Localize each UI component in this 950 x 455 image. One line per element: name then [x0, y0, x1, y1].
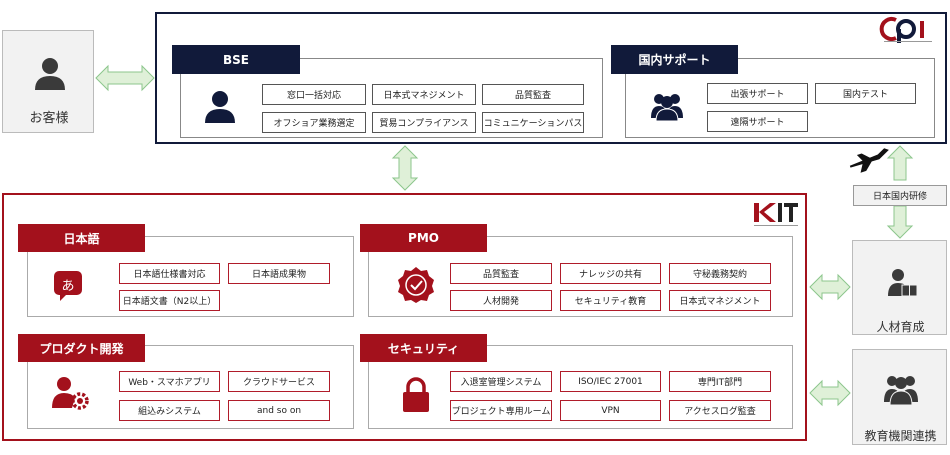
arrow-kit-hr	[809, 273, 851, 301]
arrow-customer-cpi	[95, 64, 155, 92]
product-service: クラウドサービス	[228, 371, 330, 392]
kit-container	[2, 193, 807, 441]
airplane-icon	[849, 148, 889, 173]
bse-service: コミュニケーションパス	[482, 112, 584, 133]
security-service: ISO/IEC 27001	[560, 371, 661, 392]
product-service: Web・スマホアプリ	[119, 371, 220, 392]
security-panel	[368, 345, 793, 429]
person-gear-icon	[52, 377, 89, 410]
domestic-panel	[625, 58, 935, 138]
security-service: アクセスログ監査	[669, 400, 771, 421]
speech-bubble-char: あ	[61, 279, 75, 294]
cpi-container	[155, 12, 947, 144]
product-service: and so on	[228, 400, 330, 421]
bse-panel	[180, 58, 603, 138]
kit-logo	[752, 199, 800, 229]
pmo-title: PMO	[360, 224, 487, 252]
security-service: プロジェクト専用ルーム	[450, 400, 552, 421]
customer-box: お客様	[2, 30, 94, 133]
japanese-service: 日本語成果物	[228, 263, 330, 284]
edu-label: 教育機関連携	[864, 429, 937, 443]
bse-service: 貿易コンプライアンス	[372, 112, 476, 133]
person-icon	[205, 91, 235, 123]
bse-service: 窓口一括対応	[262, 84, 366, 105]
arrow-training-hr	[886, 205, 914, 239]
domestic-service: 遠隔サポート	[707, 111, 808, 132]
group-icon	[884, 376, 918, 406]
hr-box: 人材育成	[852, 240, 947, 335]
hr-label: 人材育成	[876, 320, 925, 334]
customer-label: お客様	[29, 111, 69, 126]
domestic-service: 国内テスト	[815, 83, 916, 104]
cpi-logo	[878, 14, 938, 46]
japanese-service: 日本語仕様書対応	[119, 263, 220, 284]
badge-check-icon	[398, 267, 434, 303]
bse-service: オフショア業務選定	[262, 112, 366, 133]
bse-title: BSE	[172, 45, 300, 74]
edu-box: 教育機関連携	[852, 349, 947, 445]
product-service: 組込みシステム	[119, 400, 220, 421]
arrow-domestic-training	[886, 145, 914, 181]
training-label: 日本国内研修	[853, 185, 947, 206]
pmo-service: セキュリティ教育	[560, 290, 661, 311]
japanese-title: 日本語	[18, 224, 145, 252]
domestic-title: 国内サポート	[611, 45, 738, 74]
pmo-service: 人材開発	[450, 290, 552, 311]
pmo-service: 品質監査	[450, 263, 552, 284]
pmo-panel	[368, 236, 793, 317]
product-title: プロダクト開発	[18, 334, 145, 362]
lock-icon	[403, 377, 429, 412]
speech-bubble-icon: あ	[53, 270, 83, 302]
security-service: 専門IT部門	[669, 371, 771, 392]
domestic-service: 出張サポート	[707, 83, 808, 104]
pmo-service: 守秘義務契約	[669, 263, 771, 284]
pmo-service: 日本式マネジメント	[669, 290, 771, 311]
person-book-icon	[888, 269, 918, 297]
bse-service: 日本式マネジメント	[372, 84, 476, 105]
bse-service: 品質監査	[482, 84, 584, 105]
person-icon	[35, 58, 65, 90]
pmo-service: ナレッジの共有	[560, 263, 661, 284]
arrow-kit-edu	[809, 379, 851, 407]
security-title: セキュリティ	[360, 334, 487, 362]
japanese-panel	[27, 236, 354, 317]
security-service: VPN	[560, 400, 661, 421]
arrow-cpi-kit	[391, 145, 419, 191]
product-panel	[27, 345, 354, 429]
group-icon	[651, 94, 683, 122]
security-service: 入退室管理システム	[450, 371, 552, 392]
japanese-service: 日本語文書（N2以上）	[119, 290, 220, 311]
